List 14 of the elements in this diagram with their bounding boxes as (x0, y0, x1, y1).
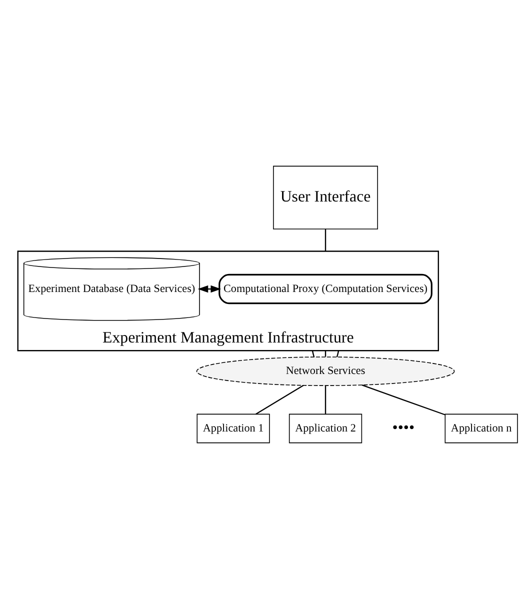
node-box: Application n (444, 413, 518, 443)
label: •••• (392, 418, 415, 436)
connector (336, 350, 340, 357)
connector (256, 384, 304, 414)
connector (312, 350, 315, 357)
node-ellipse: Network Services (196, 356, 455, 386)
node-box: Application 1 (196, 413, 270, 443)
node-box: User Interface (273, 165, 378, 229)
node-box: Computational Proxy (Computation Services) (218, 273, 432, 304)
connector (324, 385, 326, 414)
node-box: Application 2 (288, 413, 362, 443)
connector (362, 384, 446, 415)
arrow (198, 284, 222, 292)
connector (324, 228, 326, 251)
